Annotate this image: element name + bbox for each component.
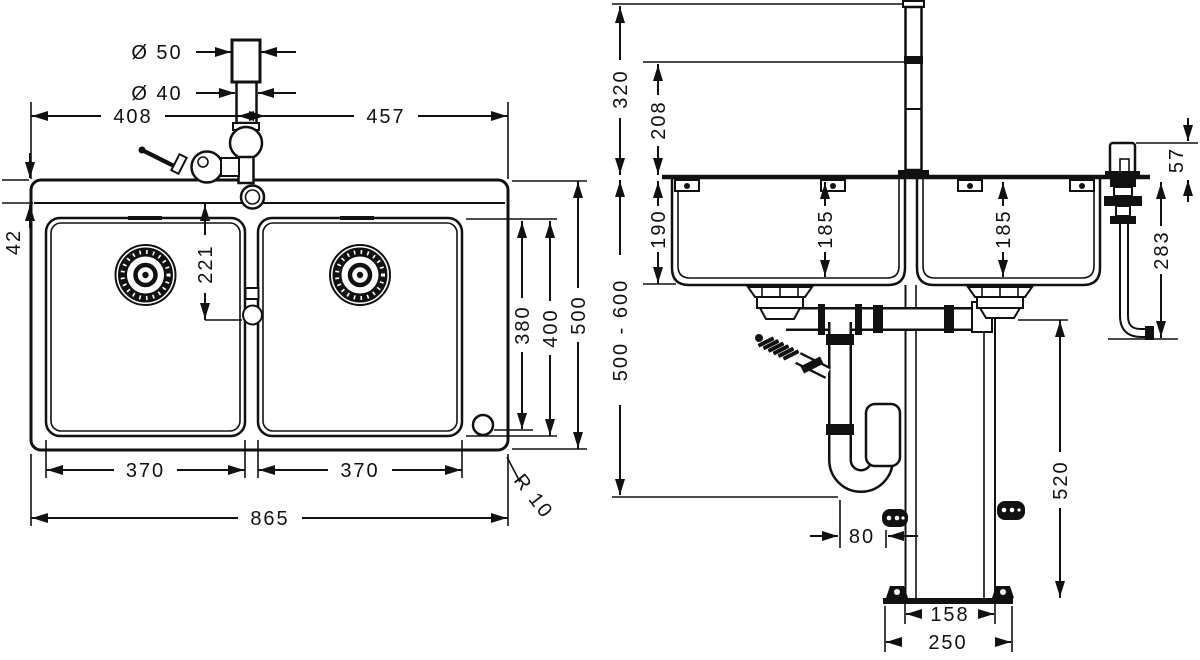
faucet-hole-inner (244, 189, 261, 205)
trap-outlet-cover (864, 402, 902, 468)
bowl-right (256, 216, 464, 438)
dim-dia-40: Ø 40 (131, 83, 182, 105)
front-view: 320 208 190 500 - 600 185 (610, 0, 1198, 654)
dim-r10: R 10 (509, 470, 557, 523)
dim-520: 520 (1050, 460, 1072, 499)
bowl-right-rim-mark (340, 216, 374, 220)
dim-208: 208 (648, 100, 670, 139)
spray-clamp (170, 152, 188, 176)
faucet-body-footprint (244, 287, 260, 300)
spout-upper-section (230, 38, 262, 84)
spray-knob-detail (197, 156, 209, 168)
dim-400: 400 (540, 308, 562, 347)
accessory-hole (471, 413, 495, 437)
faucet-side-view (898, 0, 929, 178)
dim-57: 57 (1166, 147, 1188, 173)
bowls-section (670, 179, 1102, 287)
dim-865: 865 (250, 508, 289, 530)
faucet-handle-footprint (242, 304, 263, 326)
faucet-base (898, 170, 929, 178)
dim-500-600: 500 - 600 (610, 279, 632, 382)
dim-283: 283 (1151, 230, 1173, 269)
dim-250: 250 (928, 632, 967, 654)
hand-spray-top-view (138, 146, 240, 184)
faucet-neck (237, 155, 255, 185)
dispenser-side-view (1104, 141, 1154, 340)
dim-dia-50: Ø 50 (131, 42, 182, 64)
bowl-right-section (915, 179, 1102, 287)
dim-370-right: 370 (340, 460, 379, 482)
sink-outline (29, 178, 510, 452)
bowl-left-section (670, 179, 907, 287)
dim-158: 158 (930, 604, 969, 626)
top-view-dimensions: Ø 50 Ø 40 408 457 42 (2, 42, 590, 530)
base-plate (883, 598, 1013, 604)
dim-80: 80 (849, 526, 875, 548)
faucet-joint-band (904, 56, 923, 64)
bowl-right-inner (922, 179, 1095, 279)
drain-piping (755, 301, 993, 493)
ball-joint (228, 125, 264, 161)
dim-380: 380 (512, 305, 534, 344)
dispenser-knob (1108, 141, 1137, 175)
drain-strainer-left (114, 244, 177, 306)
spray-knob (190, 150, 224, 184)
hose-clip-left (882, 509, 908, 527)
bowl-left (44, 216, 247, 438)
dim-185-right: 185 (993, 209, 1015, 248)
dim-320: 320 (610, 69, 632, 108)
strainer-assembly-left (746, 286, 814, 320)
hose-clip-right (997, 501, 1025, 520)
dim-370-left: 370 (126, 460, 165, 482)
dim-185-left: 185 (815, 209, 837, 248)
dim-190: 190 (648, 209, 670, 248)
bowl-left-inner (677, 179, 900, 279)
strainer-assembly-right (966, 286, 1034, 319)
dim-457: 457 (366, 106, 405, 128)
mounting-clips (674, 179, 1095, 192)
stand-column (904, 285, 996, 598)
bowl-left-rim-mark (128, 216, 162, 220)
dim-221: 221 (195, 244, 217, 283)
drain-strainer-right (329, 244, 391, 306)
faucet-hole (239, 184, 266, 210)
stand-base (883, 586, 1014, 604)
spray-holder (220, 157, 240, 177)
top-view: Ø 50 Ø 40 408 457 42 (2, 38, 590, 530)
dim-500: 500 (568, 295, 590, 334)
faucet-shaft (904, 5, 923, 172)
dim-42: 42 (3, 229, 25, 255)
dim-408: 408 (113, 106, 152, 128)
dishwasher-hose (755, 334, 831, 379)
front-view-dimensions: 320 208 190 500 - 600 185 (610, 6, 1198, 654)
